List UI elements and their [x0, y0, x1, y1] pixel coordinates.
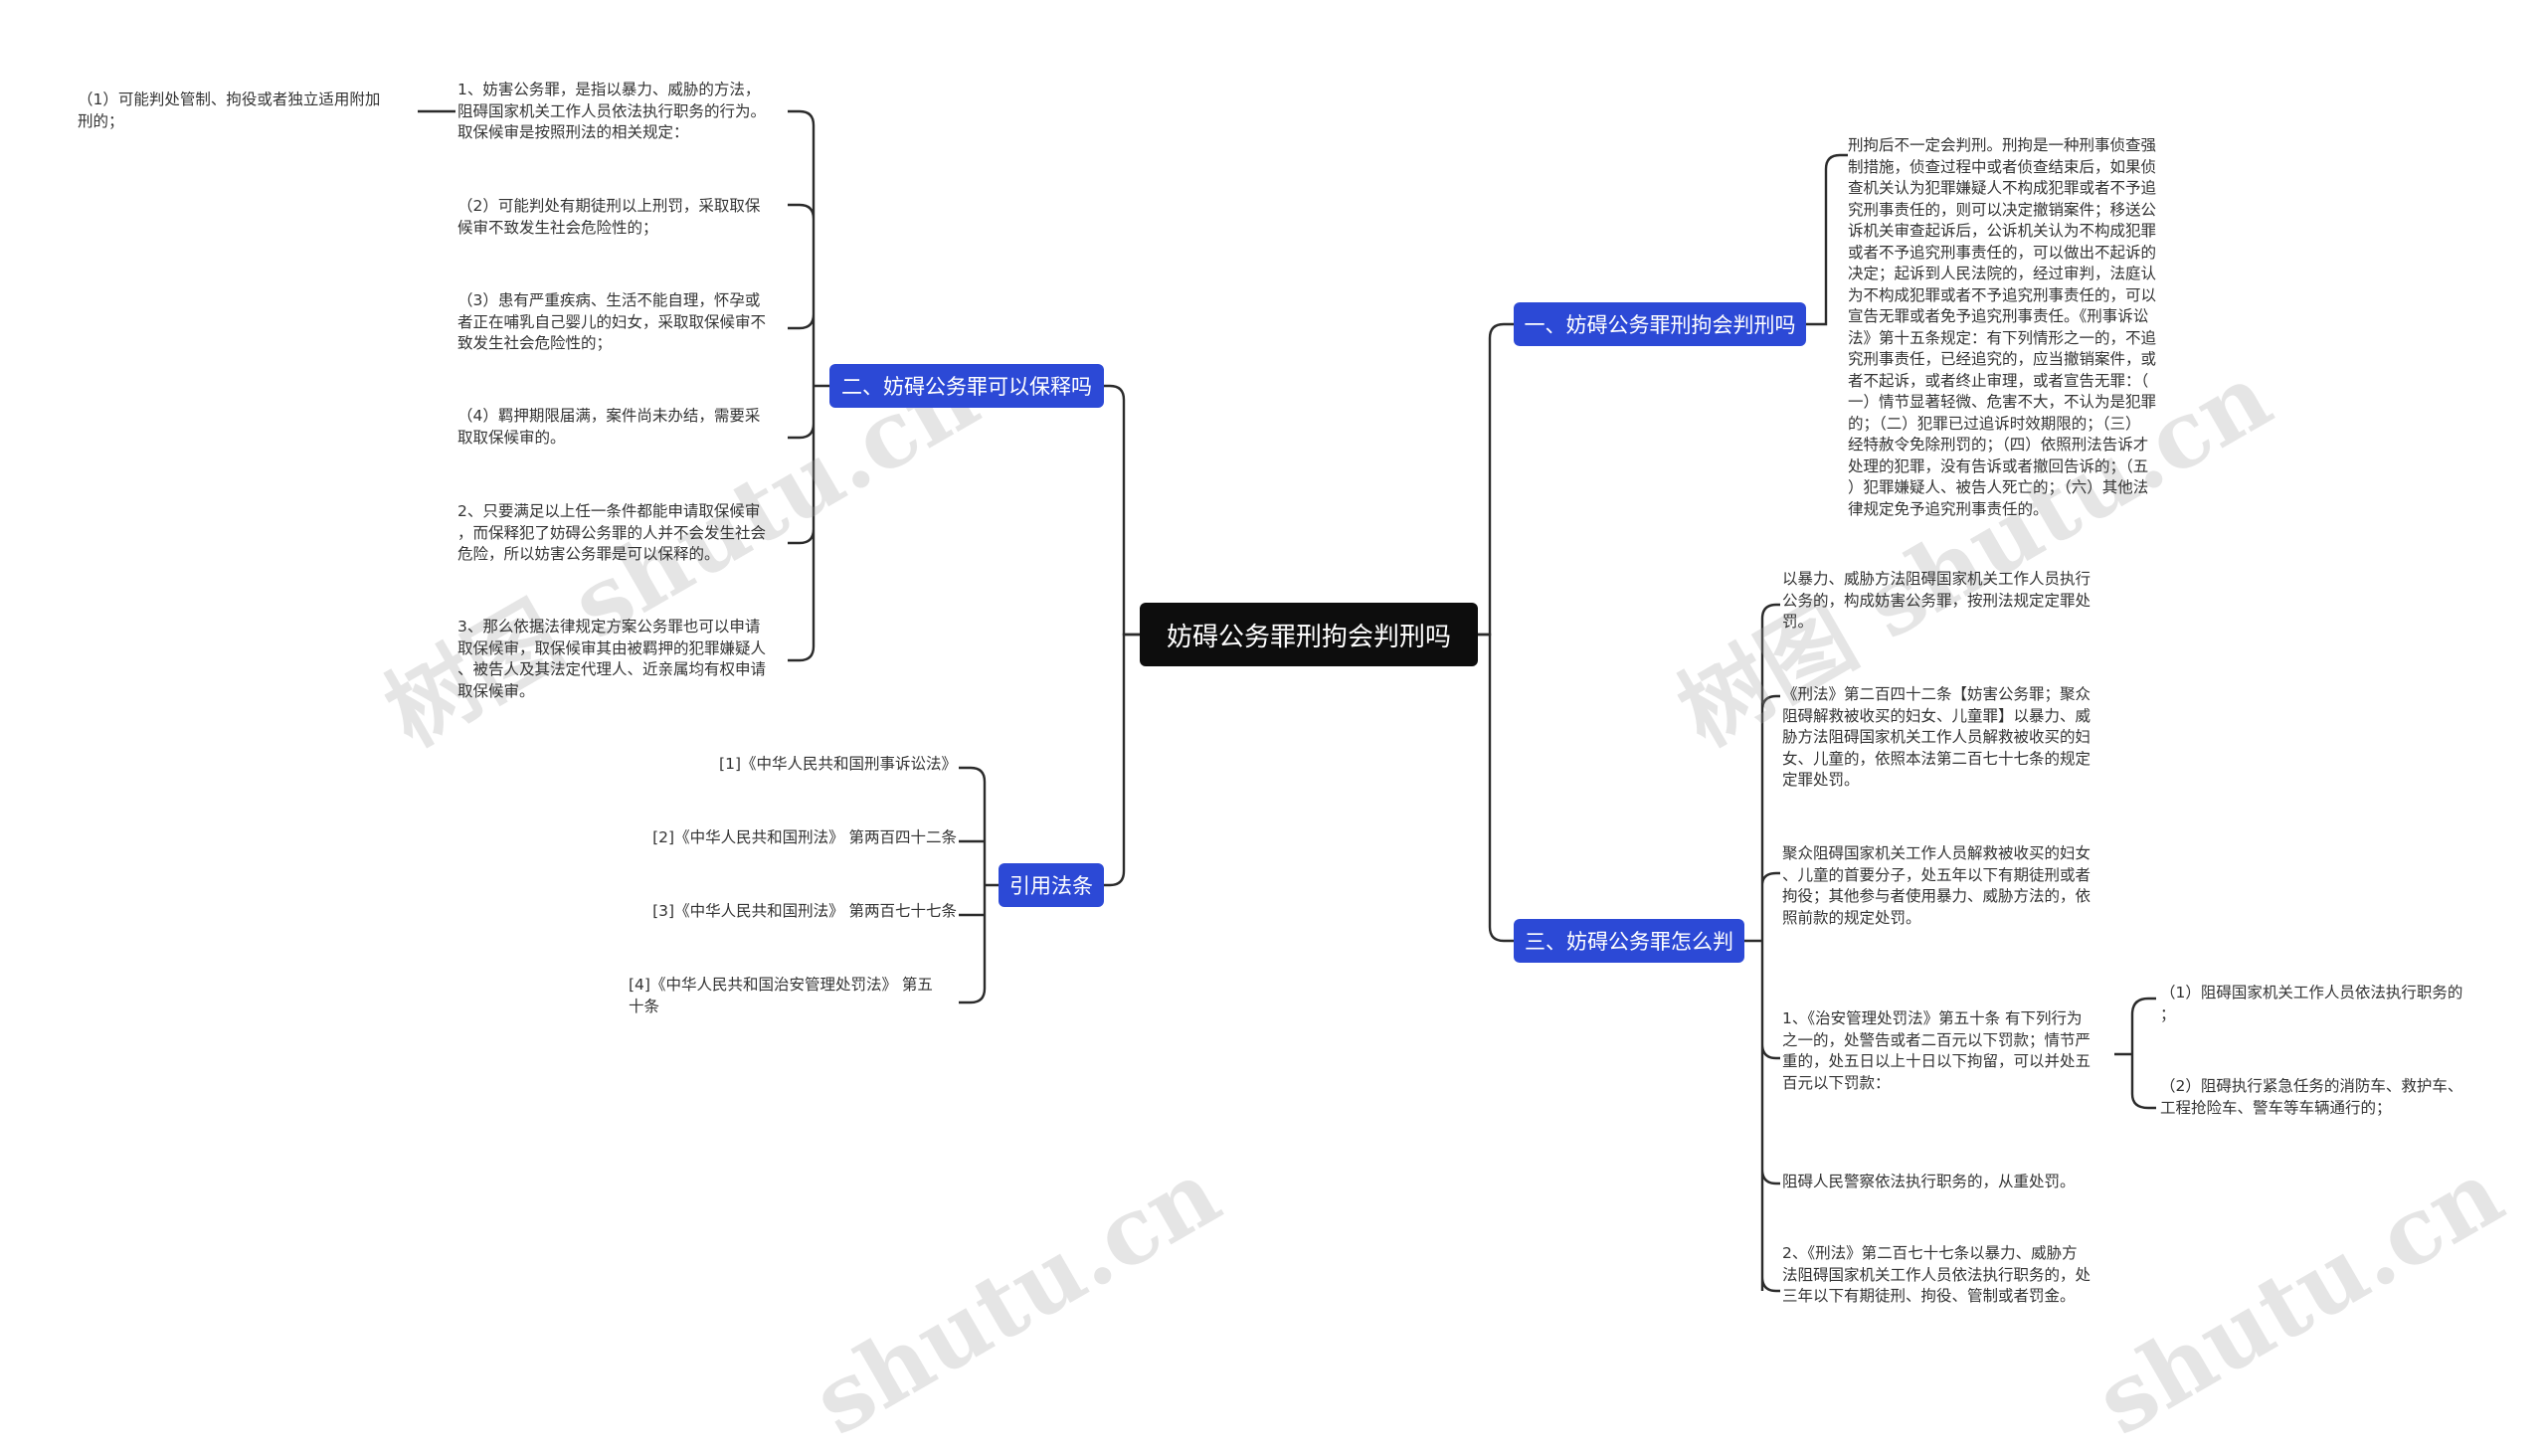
connector-root-t4 — [1104, 633, 1140, 887]
connector-root-t1 — [1478, 322, 1514, 637]
connector-lines — [418, 109, 2156, 1293]
t2-leaf-1[interactable]: 1、妨害公务罪，是指以暴力、威胁的方法， 阻碍国家机关工作人员依法执行职务的行为… — [457, 81, 767, 141]
t3-leaf-6[interactable]: 2、《刑法》第二百七十七条以暴力、威胁方 法阻碍国家机关工作人员依法执行职务的，… — [1782, 1244, 2091, 1305]
connector-root-t2 — [1104, 384, 1140, 637]
connector-t3-sub — [2114, 997, 2156, 1110]
t2-leaf-6[interactable]: 3、那么依据法律规定方案公务罪也可以申请 取保候审，取保候审其由被羁押的犯罪嫌疑… — [457, 618, 767, 700]
root-topic[interactable]: 妨碍公务罪刑拘会判刑吗 — [1140, 603, 1478, 666]
connector-t3-bracket — [1744, 603, 1780, 1293]
t4-leaf-2[interactable]: [2]《中华人民共和国刑法》 第两百四十二条 — [652, 828, 957, 846]
t1-leaf-1[interactable]: 刑拘后不一定会判刑。刑拘是一种刑事侦查强 制措施，侦查过程中或者侦查结束后，如果… — [1848, 136, 2157, 518]
t3-leaf-3[interactable]: 聚众阻碍国家机关工作人员解救被收买的妇女 、儿童的首要分子，处五年以下有期徒刑或… — [1782, 844, 2091, 927]
connector-t1-leaf — [1806, 153, 1848, 326]
topic-2[interactable]: 二、妨碍公务罪可以保释吗 — [829, 364, 1104, 408]
t4-leaf-3[interactable]: [3]《中华人民共和国刑法》 第两百七十七条 — [652, 902, 957, 920]
t4-leaf-4[interactable]: [4]《中华人民共和国治安管理处罚法》 第五 十条 — [629, 976, 933, 1015]
t2-sub-leaf[interactable]: （1）可能判处管制、拘役或者独立适用附加 刑的； — [78, 91, 381, 130]
t3-leaf-2[interactable]: 《刑法》第二百四十二条【妨害公务罪；聚众 阻碍解救被收买的妇女、儿童罪】以暴力、… — [1782, 685, 2091, 789]
t4-leaf-1[interactable]: [1]《中华人民共和国刑事诉讼法》 — [719, 755, 957, 773]
t2-leaf-5[interactable]: 2、只要满足以上任一条件都能申请取保候审 ，而保释犯了妨碍公务罪的人并不会发生社… — [457, 502, 767, 563]
topic-3[interactable]: 三、妨碍公务罪怎么判 — [1514, 919, 1744, 963]
t2-leaf-4[interactable]: （4）羁押期限届满，案件尚未办结，需要采 取取保候审的。 — [457, 407, 761, 447]
t3-sub-leaf-1[interactable]: （1）阻碍国家机关工作人员依法执行职务的 ； — [2160, 984, 2463, 1023]
root-topic-label: 妨碍公务罪刑拘会判刑吗 — [1166, 622, 1451, 652]
t3-leaf-5[interactable]: 阻碍人民警察依法执行职务的，从重处罚。 — [1782, 1173, 2076, 1190]
topic-4[interactable]: 引用法条 — [999, 863, 1104, 907]
topic-1[interactable]: 一、妨碍公务罪刑拘会判刑吗 — [1514, 302, 1806, 346]
topic-3-label: 三、妨碍公务罪怎么判 — [1525, 930, 1733, 954]
topic-1-label: 一、妨碍公务罪刑拘会判刑吗 — [1524, 313, 1796, 337]
connector-root-t3 — [1478, 633, 1514, 943]
topic-4-label: 引用法条 — [1009, 874, 1093, 898]
t3-leaf-1[interactable]: 以暴力、威胁方法阻碍国家机关工作人员执行 公务的，构成妨害公务罪，按刑法规定定罪… — [1782, 570, 2091, 631]
topic-2-label: 二、妨碍公务罪可以保释吗 — [841, 375, 1092, 399]
t2-leaf-3[interactable]: （3）患有严重疾病、生活不能自理，怀孕或 者正在哺乳自己婴儿的妇女，采取取保候审… — [457, 291, 767, 352]
connector-t4-bracket — [959, 766, 999, 1004]
t2-leaf-2[interactable]: （2）可能判处有期徒刑以上刑罚，采取取保 候审不致发生社会危险性的； — [457, 197, 761, 237]
t3-leaf-4[interactable]: 1、《治安管理处罚法》第五十条 有下列行为 之一的，处警告或者二百元以下罚款；情… — [1782, 1009, 2091, 1092]
t3-sub-leaf-2[interactable]: （2）阻碍执行紧急任务的消防车、救护车、 工程抢险车、警车等车辆通行的； — [2160, 1077, 2463, 1117]
connector-t2-bracket — [788, 109, 829, 662]
